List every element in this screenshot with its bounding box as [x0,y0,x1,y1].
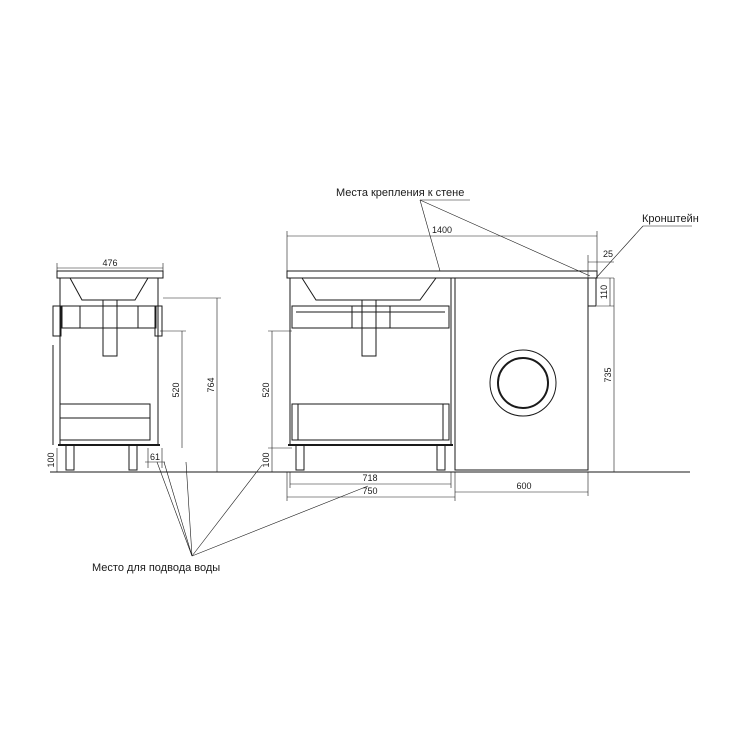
dim-side-leg: 100 [46,452,56,467]
dim-side-width: 476 [102,258,117,268]
dim-front-inner-height: 520 [261,382,271,397]
front-sink-bowl [301,277,437,301]
callouts: Места крепления к стене Кронштейн Место … [92,187,699,574]
side-rear-panel [52,305,62,337]
dim-bracket-height: 110 [599,285,609,299]
dim-front-cabinet-width: 750 [362,486,377,496]
front-drain-pipe [361,299,377,357]
side-lower-drawer [59,403,151,441]
water-leader-2 [163,461,193,557]
wall-mount-leader-1 [419,199,591,277]
washer-door-inner [497,357,549,409]
side-drain-pipe [102,299,118,357]
front-leg-right [436,444,446,471]
front-leg-left [295,444,305,471]
side-countertop [56,270,164,279]
water-leader-4 [191,485,369,557]
side-cabinet-walls [59,278,159,445]
side-leg-front [128,444,138,471]
side-front-panel [154,305,163,337]
bracket-leader [595,225,644,279]
dim-side-total-height: 764 [206,377,216,392]
side-upper-drawer [61,305,157,329]
front-view: 1400 25 110 735 520 100 718 750 [261,225,615,501]
front-lower-drawer [291,403,450,441]
label-wall-mount: Места крепления к стене [336,187,464,199]
dim-side-offset: 61 [150,452,160,462]
water-leader-1 [156,461,193,557]
front-bracket [587,277,597,307]
dim-washer-width: 600 [516,481,531,491]
front-upper-drawer [291,305,450,329]
washing-machine [454,277,589,471]
wall-mount-leader-2 [419,199,441,272]
washer-door-outer [489,349,557,417]
dim-front-total-width: 1400 [432,225,452,235]
label-water-supply: Место для подвода воды [92,562,220,574]
water-leader-3 [191,464,263,557]
side-sink-bowl [69,277,149,301]
dim-bracket-gap: 25 [603,249,613,259]
dim-side-inner-height: 520 [171,382,181,397]
dim-washer-height: 735 [603,367,613,382]
side-view: 476 520 764 100 61 [46,258,221,472]
dim-front-inner-width: 718 [362,473,377,483]
label-bracket: Кронштейн [642,213,699,225]
side-leg-rear [65,444,75,471]
dim-front-leg: 100 [261,452,271,467]
front-countertop [286,270,598,279]
water-leader-5 [185,461,193,557]
